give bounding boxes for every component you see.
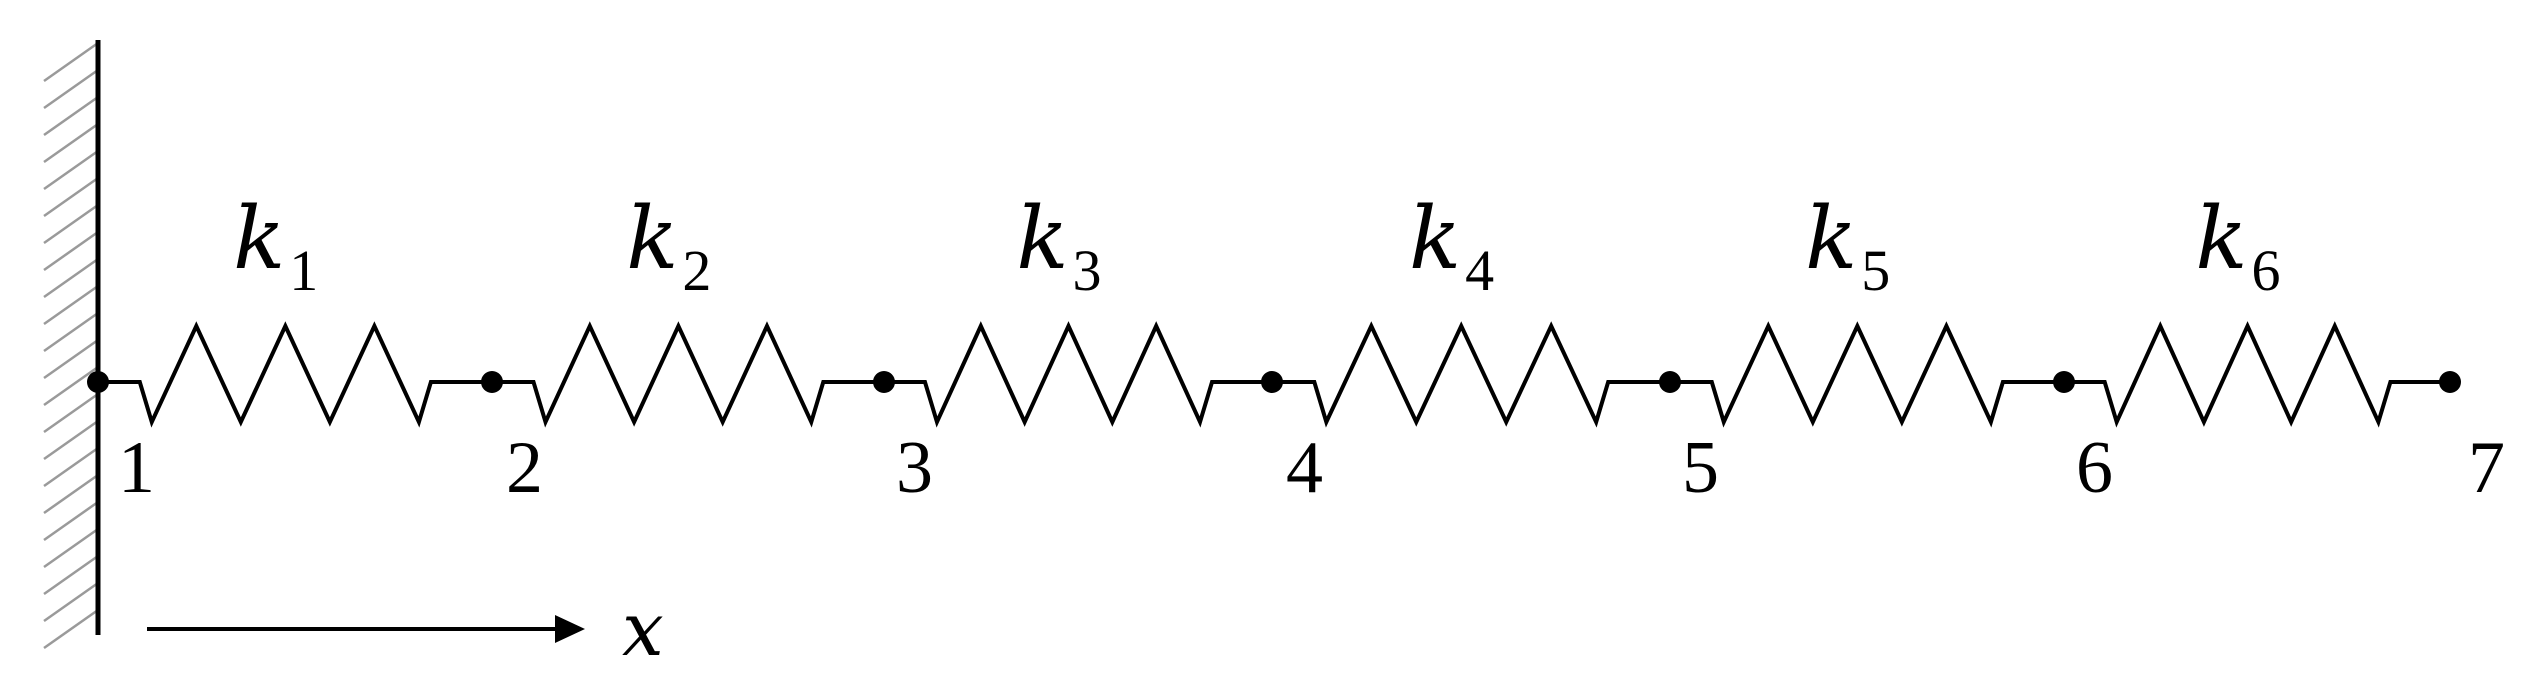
spring-chain bbox=[98, 321, 2450, 428]
wall-hatch-line bbox=[43, 230, 99, 272]
wall-hatch-line bbox=[43, 149, 99, 191]
node-3 bbox=[873, 371, 895, 393]
spring-label-k5: k5 bbox=[1805, 189, 1890, 303]
spring-label-k3: k3 bbox=[1016, 189, 1101, 303]
spring-symbol: k bbox=[1409, 189, 1461, 289]
wall-hatch-line bbox=[43, 176, 99, 218]
wall-hatch-line bbox=[43, 311, 99, 353]
spring-subscript: 6 bbox=[2252, 238, 2281, 303]
node-6 bbox=[2053, 371, 2075, 393]
wall-hatch-line bbox=[43, 95, 99, 137]
wall-hatch-line bbox=[43, 257, 99, 299]
spring-subscript: 1 bbox=[289, 238, 318, 303]
spring-symbol: k bbox=[2195, 189, 2247, 289]
wall-hatch-line bbox=[43, 608, 99, 650]
wall-hatch-line bbox=[43, 68, 99, 110]
node-label-5: 5 bbox=[1682, 427, 1719, 509]
wall-hatch-line bbox=[43, 392, 99, 434]
spring-label-k4: k4 bbox=[1409, 189, 1494, 303]
node-points bbox=[87, 371, 2461, 393]
x-axis-label: x bbox=[622, 587, 664, 673]
node-5 bbox=[1659, 371, 1681, 393]
node-label-7: 7 bbox=[2468, 427, 2505, 509]
spring-3 bbox=[884, 321, 1272, 428]
spring-subscript: 2 bbox=[682, 238, 711, 303]
spring-subscript: 3 bbox=[1072, 238, 1101, 303]
spring-subscript: 4 bbox=[1465, 238, 1494, 303]
node-label-2: 2 bbox=[506, 427, 543, 509]
node-label-3: 3 bbox=[896, 427, 933, 509]
spring-symbol: k bbox=[1016, 189, 1068, 289]
wall-hatch-line bbox=[43, 446, 99, 488]
node-2 bbox=[481, 371, 503, 393]
spring-label-k2: k2 bbox=[626, 189, 711, 303]
spring-6 bbox=[2064, 321, 2450, 428]
wall-hatch-line bbox=[43, 284, 99, 326]
node-4 bbox=[1261, 371, 1283, 393]
wall-hatch-line bbox=[43, 581, 99, 623]
wall-hatch-line bbox=[43, 122, 99, 164]
spring-symbol: k bbox=[1805, 189, 1857, 289]
wall-hatch-line bbox=[43, 527, 99, 569]
spring-subscript: 5 bbox=[1861, 238, 1890, 303]
spring-symbol: k bbox=[626, 189, 678, 289]
spring-label-k1: k1 bbox=[233, 189, 318, 303]
spring-label-k6: k6 bbox=[2195, 189, 2280, 303]
wall-hatch-line bbox=[43, 419, 99, 461]
spring-1 bbox=[98, 321, 492, 428]
node-7 bbox=[2439, 371, 2461, 393]
wall-hatch-line bbox=[43, 365, 99, 407]
wall-hatch-line bbox=[43, 500, 99, 542]
node-1 bbox=[87, 371, 109, 393]
fixed-wall-support bbox=[43, 40, 101, 650]
wall-hatch-line bbox=[43, 338, 99, 380]
spring-4 bbox=[1272, 321, 1670, 428]
spring-symbol: k bbox=[233, 189, 285, 289]
wall-hatch-line bbox=[43, 41, 99, 83]
node-label-1: 1 bbox=[118, 427, 155, 509]
node-label-6: 6 bbox=[2076, 427, 2113, 509]
wall-hatch-line bbox=[43, 554, 99, 596]
x-axis-arrowhead bbox=[555, 615, 585, 643]
node-label-4: 4 bbox=[1286, 427, 1323, 509]
spring-2 bbox=[492, 321, 884, 428]
spring-5 bbox=[1670, 321, 2064, 428]
x-axis: x bbox=[147, 587, 664, 673]
wall-hatch-line bbox=[43, 473, 99, 515]
wall-hatch-line bbox=[43, 203, 99, 245]
